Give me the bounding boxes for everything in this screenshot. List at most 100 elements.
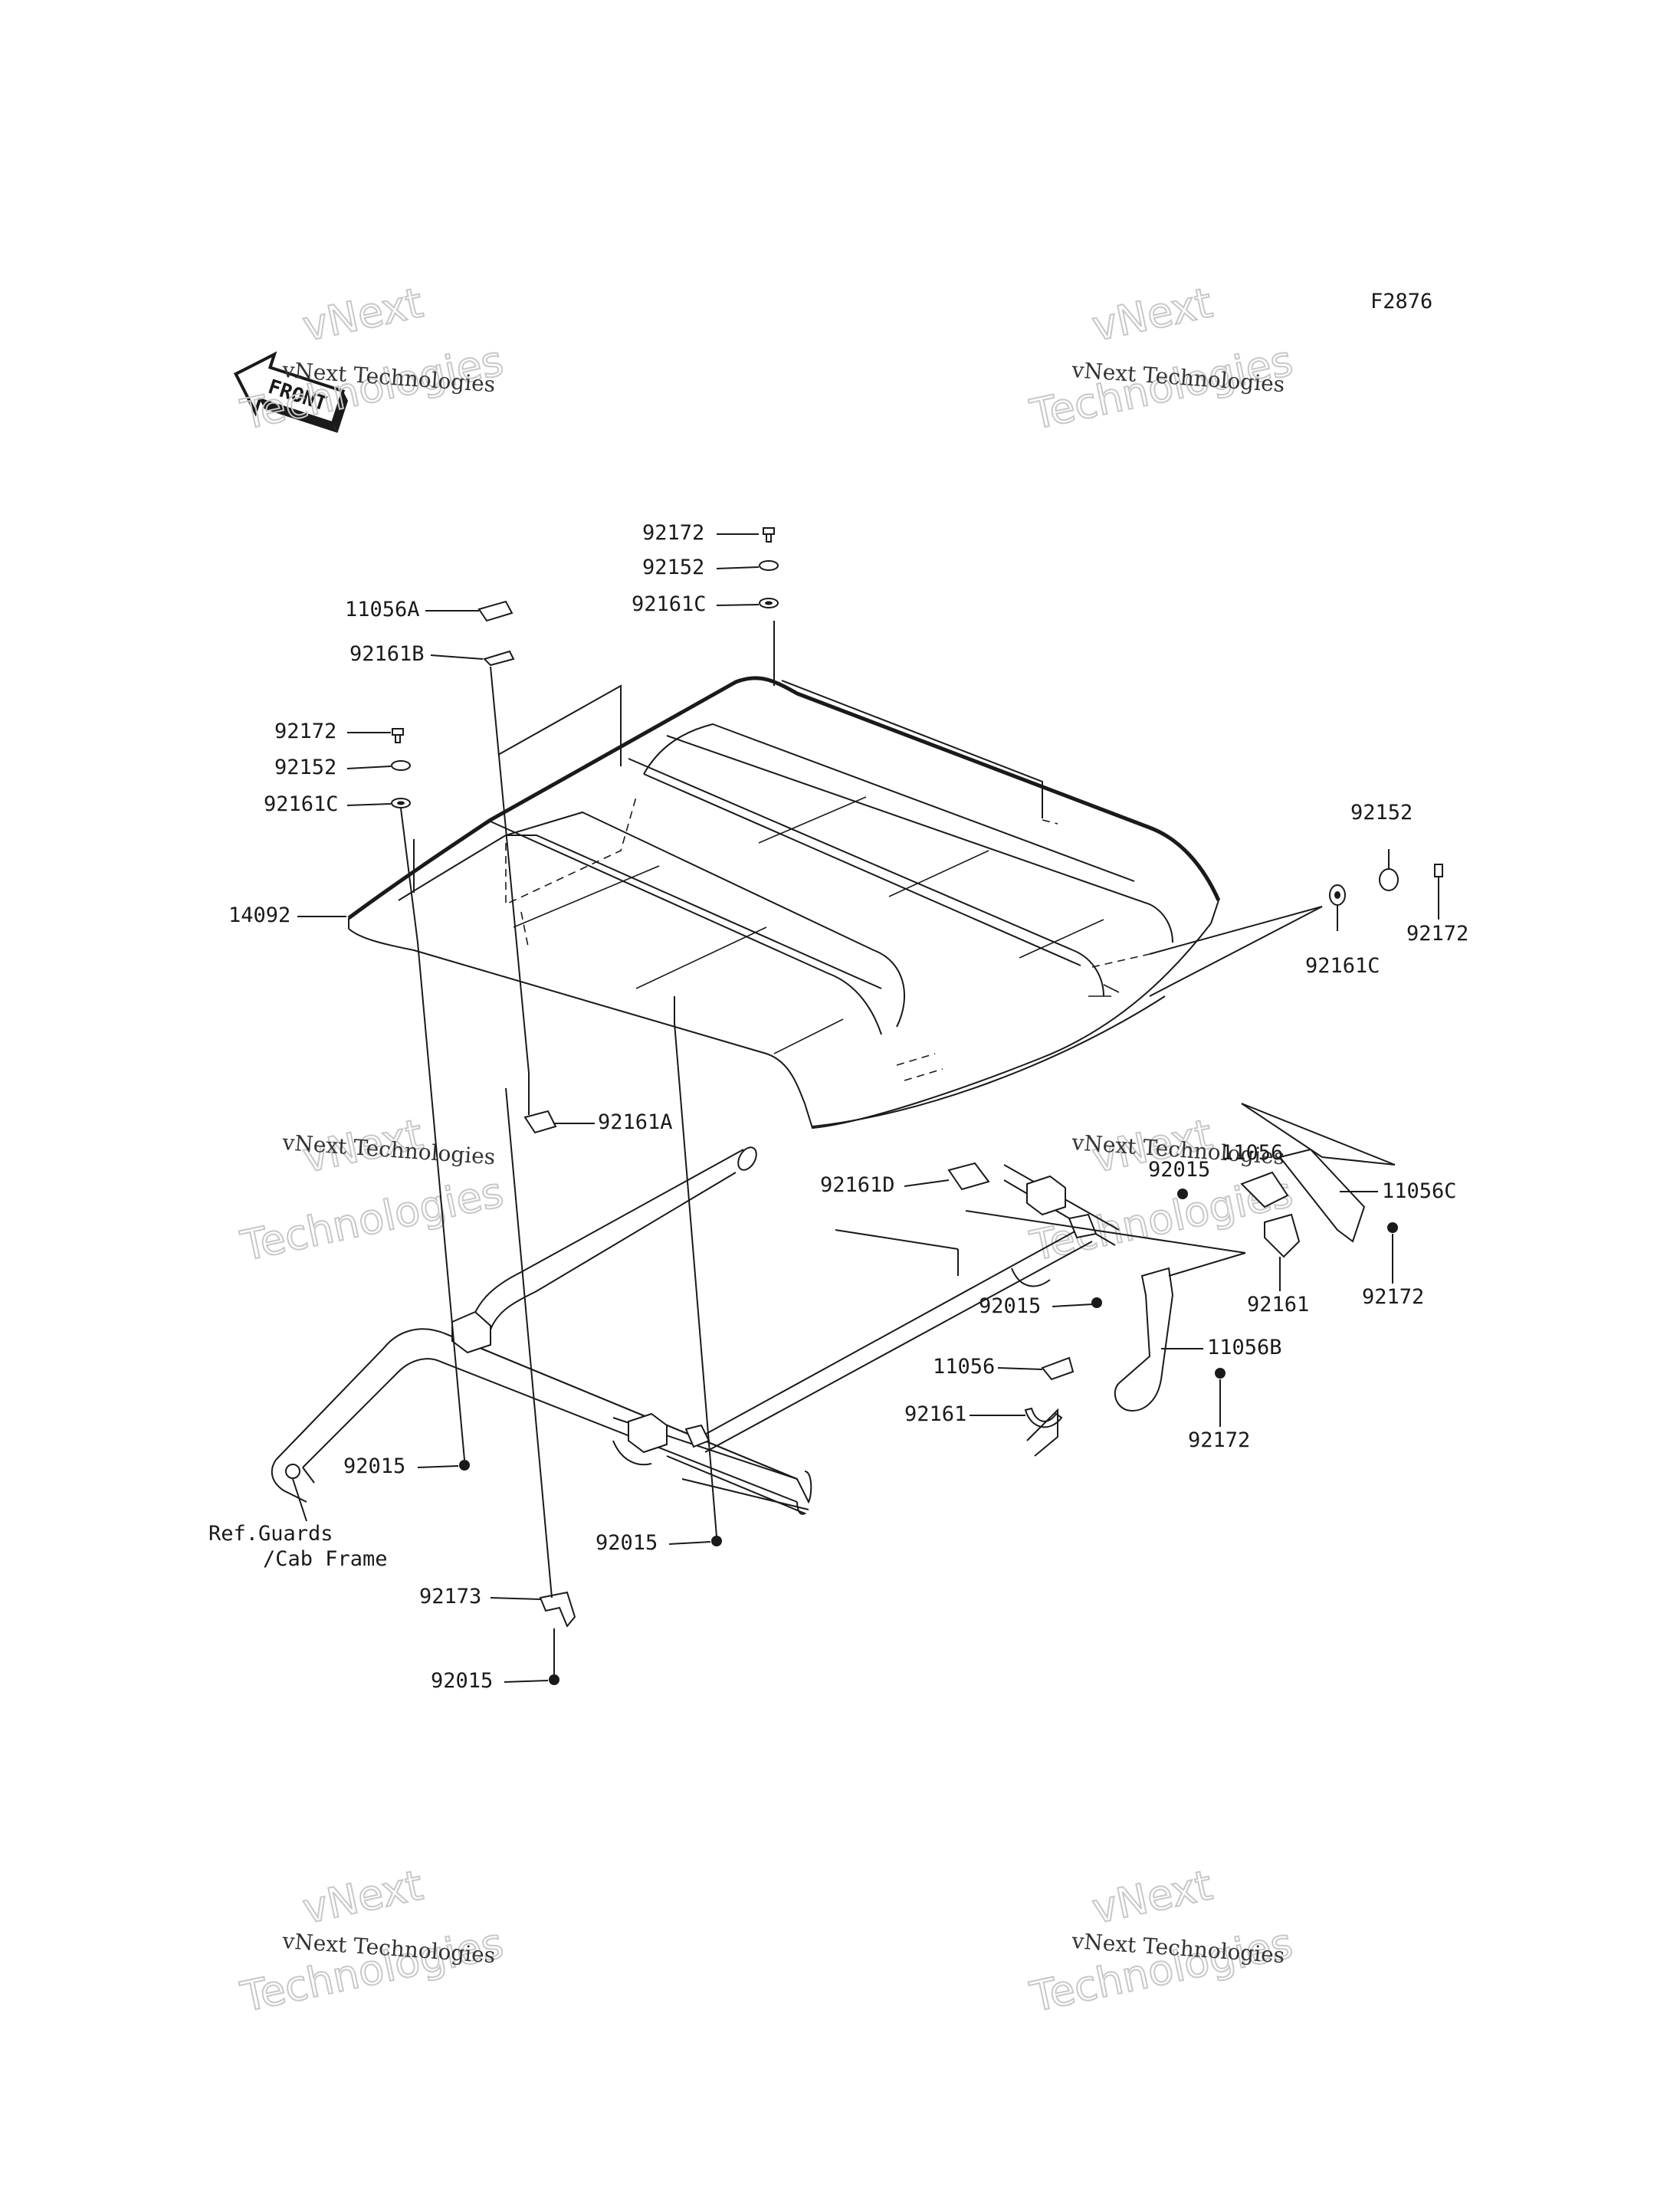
callout-14092: 14092 [228, 903, 346, 927]
callout-92015-left: 92015 [343, 1454, 459, 1478]
callout-11056C: 11056C [1340, 1179, 1457, 1203]
svg-text:92015: 92015 [1148, 1158, 1210, 1182]
svg-text:92172: 92172 [1406, 922, 1468, 946]
svg-text:92172: 92172 [274, 720, 336, 743]
clip-92173 [539, 1591, 576, 1628]
clip-11056A [477, 600, 514, 622]
clip-92161-right [1264, 1213, 1301, 1258]
callout-92172-rear: 92172 [1362, 1234, 1424, 1309]
bracket-11056C [1240, 1148, 1366, 1243]
nut-92015-bottom [549, 1674, 559, 1685]
callout-92015-bracket: 92015 [979, 1294, 1093, 1318]
svg-text:vNext: vNext [299, 278, 427, 350]
svg-text:92015: 92015 [343, 1454, 405, 1478]
bolt-92172-lower [1215, 1368, 1226, 1379]
svg-text:92161: 92161 [904, 1402, 966, 1426]
svg-text:92015: 92015 [596, 1531, 658, 1555]
clip-92161-lower [1024, 1407, 1063, 1428]
front-arrow-icon: FRONT [233, 351, 349, 433]
callout-92015-center: 92015 [596, 1531, 711, 1555]
washer-92152-top [759, 560, 779, 571]
svg-text:11056: 11056 [933, 1355, 995, 1379]
svg-text:92015: 92015 [431, 1669, 493, 1693]
callout-92161C-right: 92161C [1305, 954, 1380, 978]
svg-text:92172: 92172 [642, 521, 704, 545]
svg-text:92152: 92152 [1350, 801, 1413, 825]
clamp-left [451, 1310, 491, 1354]
svg-text:11056A: 11056A [345, 598, 420, 621]
svg-text:Ref.Guards: Ref.Guards [208, 1522, 333, 1546]
nut-92015-bracket [1091, 1297, 1102, 1308]
svg-text:92161D: 92161D [820, 1173, 895, 1197]
svg-text:Technologies: Technologies [237, 1168, 507, 1271]
bolt-92172-right [1434, 864, 1443, 877]
bracket-11056B [1114, 1267, 1174, 1412]
callout-92161D: 92161D [820, 1173, 950, 1197]
watermark-bottom-right: vNext Technologies vNext Technologies [1025, 1860, 1298, 2022]
cab-frame [271, 1146, 1120, 1515]
bolt-92172-top [763, 527, 775, 543]
svg-text:11056B: 11056B [1207, 1336, 1282, 1359]
pad-92161D [947, 1162, 990, 1191]
svg-text:92161: 92161 [1247, 1293, 1309, 1317]
callout-92161A: 92161A [553, 1110, 673, 1134]
svg-text:92152: 92152 [642, 556, 704, 579]
svg-text:92152: 92152 [274, 756, 336, 779]
callout-92172-left: 92172 [274, 720, 391, 743]
callout-92161C-top: 92161C [632, 592, 760, 616]
watermark-top-right: vNext Technologies vNext Technologies [1025, 277, 1298, 440]
diagram-code: F2876 [1370, 290, 1432, 313]
svg-text:92172: 92172 [1188, 1428, 1250, 1452]
watermark-top-left: vNext Technologies vNext Technologies [236, 277, 508, 440]
callout-11056B: 11056B [1161, 1336, 1282, 1359]
svg-text:92161C: 92161C [632, 592, 707, 616]
pad-92161A [523, 1110, 557, 1134]
watermark-mid-left: vNext Technologies vNext Technologies [236, 1109, 508, 1271]
callout-92173: 92173 [419, 1585, 541, 1608]
callout-92161B: 92161B [349, 642, 484, 666]
bolt-92172-rear [1387, 1222, 1398, 1233]
svg-text:vNext: vNext [299, 1861, 427, 1933]
svg-text:11056: 11056 [1221, 1141, 1283, 1165]
washer-92152-left [391, 760, 411, 771]
callout-92172-right: 92172 [1406, 877, 1468, 946]
callout-92152-right: 92152 [1350, 801, 1413, 825]
svg-text:vNext: vNext [1088, 1861, 1216, 1933]
callout-92161-right: 92161 [1247, 1257, 1309, 1317]
svg-text:92172: 92172 [1362, 1285, 1424, 1309]
clip-11056-lower [1041, 1356, 1075, 1381]
nut-92015-mid [1177, 1189, 1188, 1199]
clamp-right [1011, 1175, 1098, 1287]
ref-note: Ref.Guards /Cab Frame [208, 1478, 388, 1571]
callout-92172-top: 92172 [642, 521, 759, 545]
svg-text:92161A: 92161A [598, 1110, 673, 1134]
svg-text:vNext: vNext [1088, 278, 1216, 350]
callout-92161C-left: 92161C [264, 792, 392, 816]
callout-92161-lower: 92161 [904, 1402, 1025, 1426]
roof-panel [347, 676, 1221, 1130]
svg-text:92161B: 92161B [349, 642, 425, 666]
svg-text:11056C: 11056C [1382, 1179, 1457, 1203]
nut-92015-center [711, 1536, 722, 1546]
watermark-bottom-left: vNext Technologies vNext Technologies [236, 1860, 508, 2022]
callout-11056-upper: 11056 [1221, 1141, 1283, 1165]
svg-text:92015: 92015 [979, 1294, 1041, 1318]
callout-92015-mid: 92015 [1148, 1158, 1210, 1182]
bolt-92172-left [392, 728, 404, 743]
callout-92152-left: 92152 [274, 756, 392, 779]
callout-11056A: 11056A [345, 598, 479, 621]
clamp-center [612, 1412, 710, 1466]
washer-92152-right [1379, 868, 1399, 891]
callout-92015-bottom: 92015 [431, 1669, 549, 1693]
svg-text:92161C: 92161C [1305, 954, 1380, 978]
svg-text:92173: 92173 [419, 1585, 481, 1608]
nut-92015-left [459, 1460, 470, 1471]
svg-text:92161C: 92161C [264, 792, 339, 816]
callout-92152-top: 92152 [642, 556, 760, 579]
callout-11056-lower: 11056 [933, 1355, 1043, 1379]
pad-92161B [483, 650, 515, 667]
callout-92172-lower: 92172 [1188, 1379, 1250, 1452]
svg-text:/Cab Frame: /Cab Frame [263, 1547, 388, 1571]
svg-text:14092: 14092 [228, 903, 290, 927]
